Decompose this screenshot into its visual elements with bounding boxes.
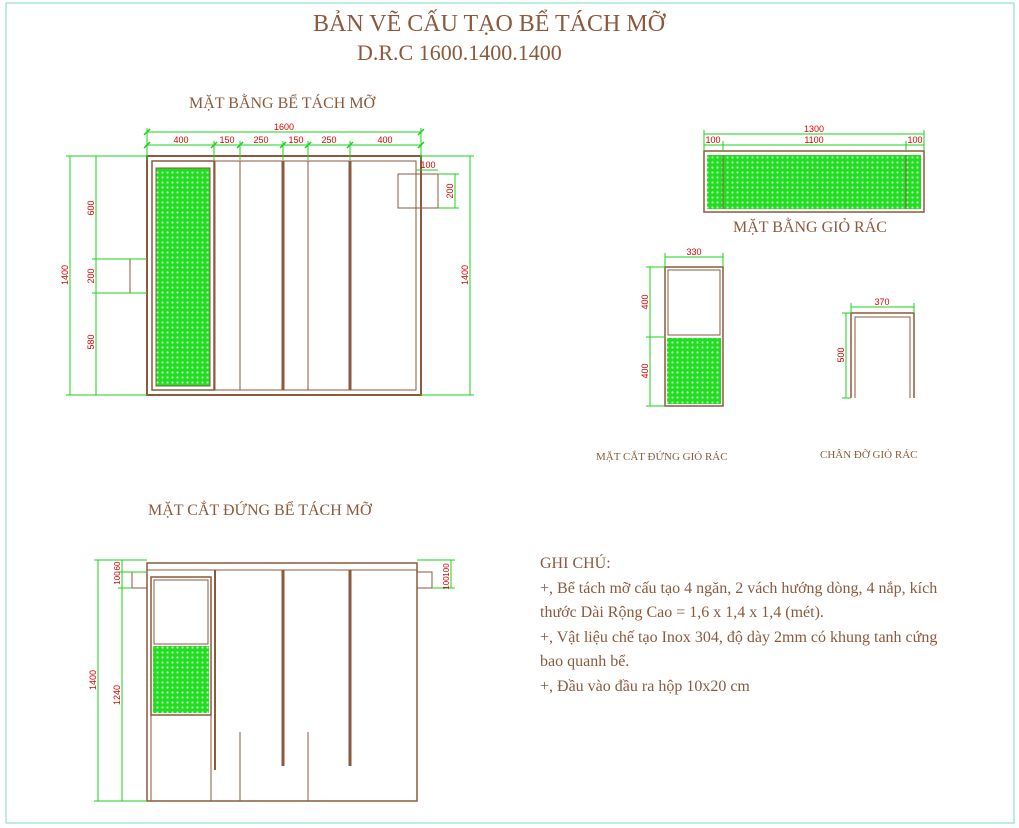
notes-line: +, Vật liệu chế tạo Inox 304, độ dày 2mm… <box>540 628 938 671</box>
dim-basket-left: 100 <box>705 135 720 145</box>
dim-section-inner: 1240 <box>112 685 122 705</box>
drawing-model: D.R.C 1600.1400.1400 <box>357 40 562 65</box>
dim-stand-height: 500 <box>836 347 846 362</box>
dim-plan-outlet-h: 200 <box>445 183 455 198</box>
plan-outlet <box>397 173 439 209</box>
dim-plan-left-bottom: 580 <box>86 334 96 349</box>
dim-section-basket-top: 400 <box>640 294 650 309</box>
dim-stand-width: 370 <box>874 297 889 307</box>
sheet-border <box>5 2 1015 824</box>
view-title-section-basket: MẶT CẮT ĐỨNG GIỎ RÁC <box>596 451 728 463</box>
section-basket-view: 330 400 400 <box>640 247 724 407</box>
dim-plan-total-width: 1600 <box>274 122 294 132</box>
view-title-plan-basket: MẶT BẰNG GIỎ RÁC <box>733 219 887 236</box>
section-tank-view: 1400 1240 100 60 100 100 <box>88 559 455 802</box>
section-tank-outline <box>146 562 418 802</box>
dim-section-top-a: 100 <box>113 571 122 585</box>
view-title-plan-tank: MẶT BẰNG BỂ TÁCH MỠ <box>189 95 376 112</box>
notes-block: GHI CHÚ: +, Bể tách mỡ cấu tạo 4 ngăn, 2… <box>540 552 940 699</box>
dim-plan-seg: 150 <box>288 135 303 145</box>
view-title-basket-stand: CHÂN ĐỠ GIỎ RÁC <box>820 449 918 461</box>
dim-plan-seg: 250 <box>253 135 268 145</box>
notes-line: +, Đầu vào đầu ra hộp 10x20 cm <box>540 677 750 695</box>
plan-basket-frame <box>151 160 215 391</box>
dim-section-total: 1400 <box>88 670 98 690</box>
plan-tank-view: 1600 400 150 250 150 250 400 1400 600 20… <box>60 122 474 396</box>
dim-plan-seg: 400 <box>377 135 392 145</box>
plan-inlet <box>95 258 148 294</box>
dim-plan-outlet-w: 100 <box>420 160 435 170</box>
plan-basket-view: 1300 100 1100 100 <box>703 124 925 213</box>
notes-line: +, Bể tách mỡ cấu tạo 4 ngăn, 2 vách hướ… <box>540 579 938 622</box>
dim-plan-left-top: 600 <box>86 200 96 215</box>
dim-plan-seg: 150 <box>219 135 234 145</box>
dim-plan-left-mid: 200 <box>86 268 96 283</box>
notes-heading: GHI CHÚ: <box>540 555 611 572</box>
basket-stand-view: 370 500 <box>836 297 915 399</box>
dim-section-top-b: 60 <box>113 561 122 570</box>
basket-plan-outline <box>703 150 925 213</box>
dim-section-basket-bottom: 400 <box>640 363 650 378</box>
drawing-title: BẢN VẼ CẤU TẠO BỂ TÁCH MỠ <box>313 11 666 37</box>
dim-section-right-a: 100 <box>442 563 451 577</box>
dim-plan-left-total: 1400 <box>60 265 70 285</box>
dim-plan-right-total: 1400 <box>460 265 470 285</box>
stand-outline <box>850 312 915 398</box>
dim-section-basket-width: 330 <box>686 247 701 257</box>
dim-basket-total: 1300 <box>804 124 824 134</box>
dim-plan-seg: 400 <box>173 135 188 145</box>
dim-plan-seg: 250 <box>321 135 336 145</box>
dim-basket-right: 100 <box>907 135 922 145</box>
dim-basket-mid: 1100 <box>804 135 823 145</box>
dim-section-right-b: 100 <box>442 576 451 590</box>
view-title-section-tank: MẶT CẮT ĐỨNG BỂ TÁCH MỠ <box>148 502 372 519</box>
plan-basket-mesh <box>155 167 211 387</box>
